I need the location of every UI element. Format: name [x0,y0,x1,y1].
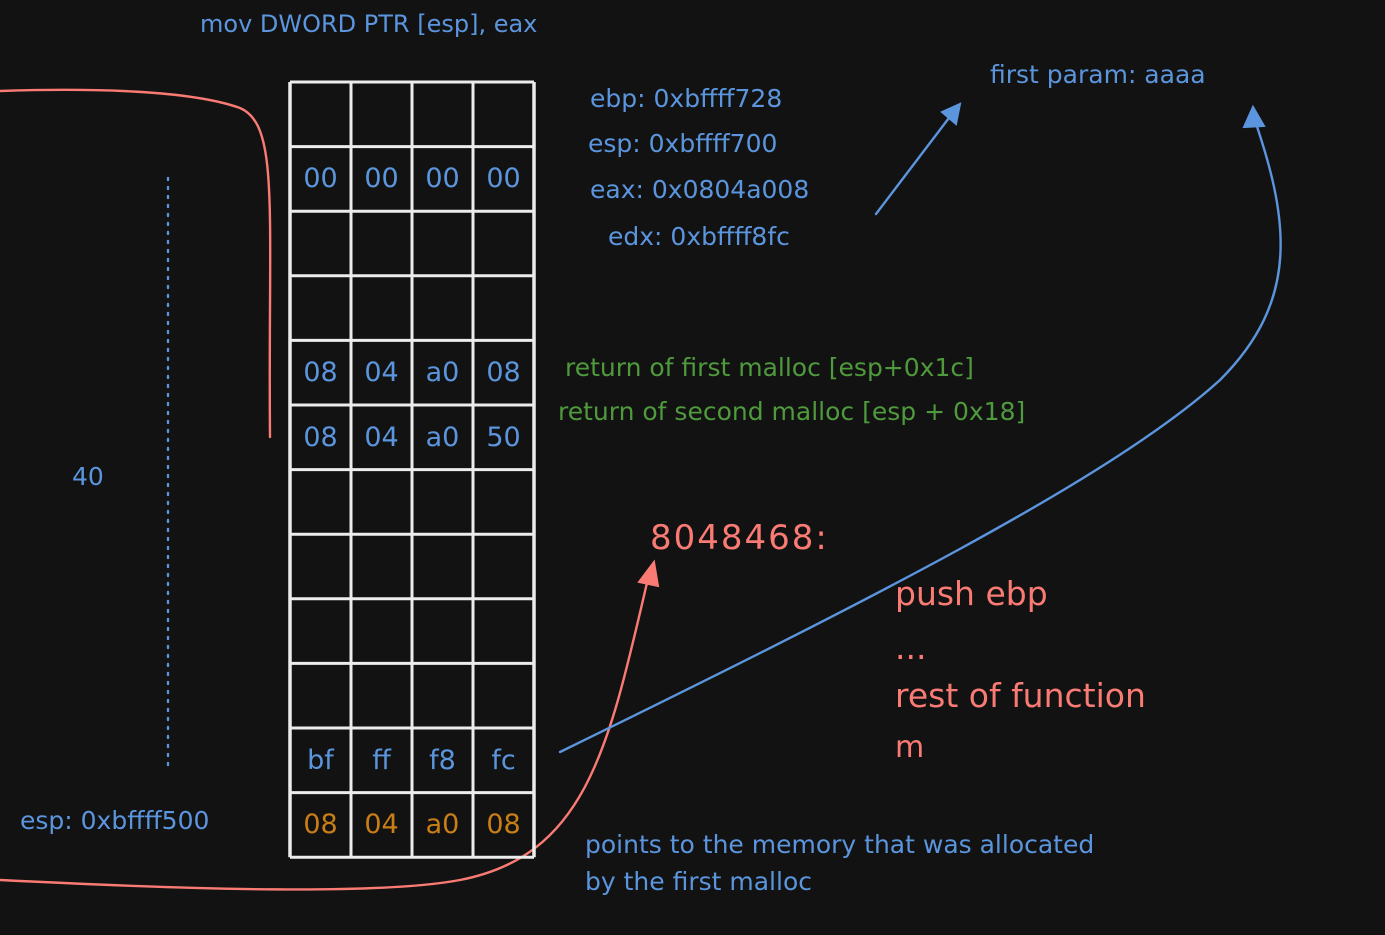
stack-byte-cell [290,599,351,664]
stack-byte-cell: 08 [303,421,338,453]
stack-byte-cell [351,82,412,147]
register-edx: edx: 0xbffff8fc [608,222,790,251]
stack-byte-cell [473,663,534,728]
register-esp: esp: 0xbffff700 [588,129,778,158]
stack-byte-cell: a0 [425,357,460,389]
return-address-arrow [0,568,652,891]
instruction-label: mov DWORD PTR [esp], eax [200,10,538,38]
stack-byte-cell [351,663,412,728]
stack-byte-cell [412,534,473,599]
argv-arrowhead [1242,104,1266,129]
size-label: 40 [72,462,104,491]
stack-byte-cell: 00 [486,163,521,195]
stack-byte-cell: fc [491,744,516,776]
first-param-label: first param: aaaa [990,60,1206,89]
return-address-arrowhead [637,559,660,588]
register-ebp: ebp: 0xbffff728 [590,84,783,113]
function-line-2: ... [895,628,927,667]
stack-byte-cell: 04 [364,421,399,453]
stack-byte-cell [412,663,473,728]
register-eax: eax: 0x0804a008 [590,175,810,204]
stack-byte-cell [290,534,351,599]
stack-byte-cell [473,276,534,341]
stack-byte-cell [412,211,473,276]
stack-byte-cell: 00 [303,163,338,195]
stack-byte-cell: 50 [486,421,521,453]
second-malloc-annotation: return of second malloc [esp + 0x18] [558,397,1026,426]
edx-arrowhead [940,102,962,126]
stack-byte-cell: bf [307,744,334,776]
stack-byte-cell: a0 [425,809,460,841]
stack-byte-cell [473,470,534,535]
esp-label: esp: 0xbffff500 [20,806,210,835]
stack-byte-cell [412,599,473,664]
stack-byte-cell [412,470,473,535]
stack-byte-cell: 08 [303,357,338,389]
stack-byte-cell [351,534,412,599]
stack-byte-cell: a0 [425,421,460,453]
stack-byte-cell: 04 [364,357,399,389]
stack-byte-cell [473,534,534,599]
stack-byte-cell: 08 [486,809,521,841]
stack-byte-cell: ff [372,744,391,776]
points-to-note-line-2: by the first malloc [585,867,812,896]
stack-byte-cell [412,276,473,341]
stack-byte-cell [473,82,534,147]
stack-byte-cell: 04 [364,809,399,841]
first-malloc-annotation: return of first malloc [esp+0x1c] [565,353,974,382]
stack-byte-cell: 00 [425,163,460,195]
stack-byte-cell [290,82,351,147]
stack-byte-cell [351,470,412,535]
stack-byte-cell [290,663,351,728]
stack-byte-cell: 00 [364,163,399,195]
stack-byte-cell [290,211,351,276]
points-to-note-line-1: points to the memory that was allocated [585,830,1095,859]
stack-byte-cell [473,211,534,276]
stack-frame-bracket [0,88,272,439]
function-address: 8048468: [650,518,829,558]
stack-byte-cell [351,276,412,341]
stack-byte-cell: f8 [429,744,456,776]
function-line-3: rest of function [895,676,1146,715]
stack-byte-cell [290,470,351,535]
stack-byte-cell [351,599,412,664]
edx-to-first-param-arrow [874,108,957,216]
stack-byte-cell [290,276,351,341]
argv-pointer-arrow [558,110,1282,754]
stack-byte-cell [412,82,473,147]
stack-byte-cell: 08 [486,357,521,389]
function-line-1: push ebp [895,574,1048,613]
function-line-4: m [895,730,925,765]
stack-byte-cell [473,599,534,664]
stack-grid [288,80,536,859]
stack-byte-cell: 08 [303,809,338,841]
stack-byte-cell [351,211,412,276]
